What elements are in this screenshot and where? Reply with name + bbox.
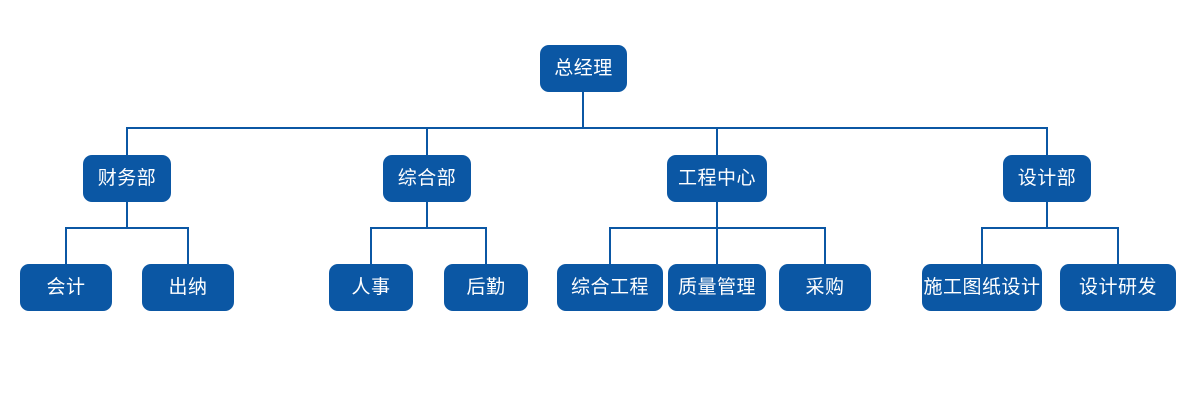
node-human-resources[interactable]: 人事 [329,264,413,311]
connector-drop-design [1046,127,1048,155]
connector-finance-bus [65,227,189,229]
node-quality-management[interactable]: 质量管理 [668,264,766,311]
connector-drop-accounting [65,227,67,264]
connector-drop-logistics [485,227,487,264]
connector-drop-engineering [716,127,718,155]
node-accounting[interactable]: 会计 [20,264,112,311]
node-procurement[interactable]: 采购 [779,264,871,311]
connector-drop-design-rd [1117,227,1119,264]
node-design-department[interactable]: 设计部 [1003,155,1091,202]
node-general-affairs-department[interactable]: 综合部 [383,155,471,202]
connector-drop-cashier [187,227,189,264]
connector-engineering-bus [609,227,826,229]
node-cashier[interactable]: 出纳 [142,264,234,311]
connector-drop-construction-drawing [981,227,983,264]
node-design-research-development[interactable]: 设计研发 [1060,264,1176,311]
connector-drop-general-engineering [609,227,611,264]
node-engineering-center[interactable]: 工程中心 [667,155,767,202]
node-general-engineering[interactable]: 综合工程 [557,264,663,311]
connector-design-bus [981,227,1119,229]
connector-general-stem [426,202,428,228]
connector-level1-bus [126,127,1048,129]
connector-general-bus [370,227,487,229]
connector-root-stem [582,92,584,128]
node-construction-drawing-design[interactable]: 施工图纸设计 [922,264,1042,311]
connector-drop-procurement [824,227,826,264]
connector-engineering-stem [716,202,718,264]
connector-design-stem [1046,202,1048,228]
node-general-manager[interactable]: 总经理 [540,45,627,92]
connector-finance-stem [126,202,128,228]
node-finance-department[interactable]: 财务部 [83,155,171,202]
connector-drop-general [426,127,428,155]
connector-drop-hr [370,227,372,264]
connector-drop-finance [126,127,128,155]
node-logistics[interactable]: 后勤 [444,264,528,311]
